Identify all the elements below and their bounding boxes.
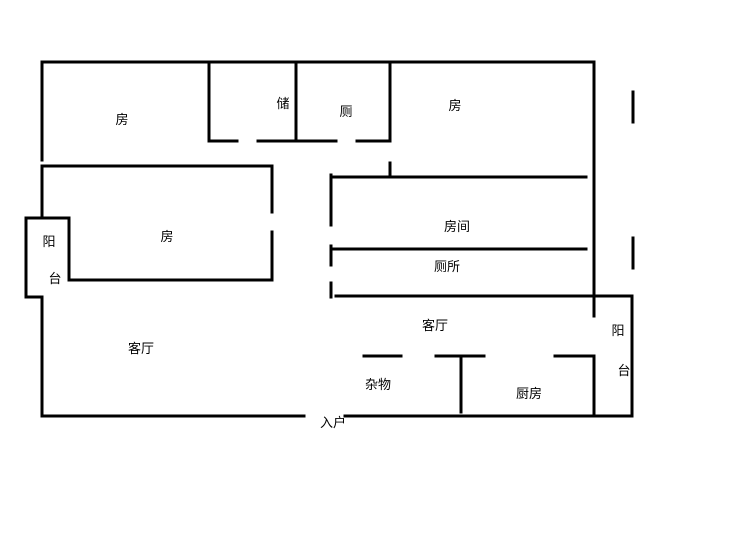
room-label-room-east: 房间	[443, 220, 471, 235]
room-label-toilet-north: 厕	[339, 105, 353, 120]
room-label-bedroom-west: 房	[160, 230, 174, 245]
entrance-label: 入户	[319, 416, 347, 431]
room-label-living-east: 客厅	[421, 319, 449, 334]
room-label-balcony-west-top: 阳	[42, 235, 56, 250]
room-label-balcony-west-bottom: 台	[48, 272, 62, 287]
room-label-living-west: 客厅	[127, 342, 155, 357]
room-label-balcony-east-bottom: 台	[617, 364, 631, 379]
room-label-storage: 储	[276, 97, 290, 112]
room-label-toilet-east: 厕所	[433, 260, 461, 275]
room-label-bedroom-ne: 房	[448, 99, 462, 114]
room-label-kitchen: 厨房	[515, 387, 543, 402]
walls-group	[24, 60, 635, 418]
room-label-balcony-east-top: 阳	[611, 324, 625, 339]
room-label-sundries: 杂物	[364, 378, 392, 393]
room-label-bedroom-nw: 房	[115, 113, 129, 128]
